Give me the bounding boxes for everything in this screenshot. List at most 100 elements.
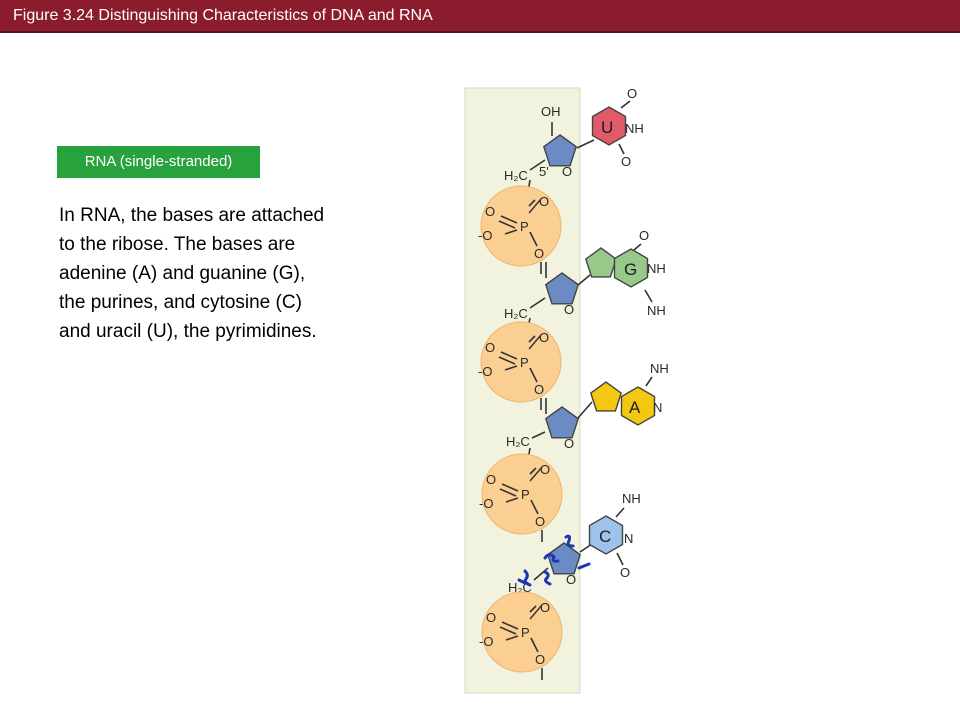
bond-line: [529, 604, 543, 620]
double-bond: [501, 621, 519, 630]
figure-header: Figure 3.24 Distinguishing Characteristi…: [0, 0, 960, 33]
phosphorus-label: P: [521, 625, 530, 640]
phosphorus-label: P: [521, 487, 530, 502]
oxygen-label: O: [535, 514, 545, 529]
guanine-letter: G: [624, 260, 637, 279]
double-bond: [499, 626, 517, 635]
bond-line: [529, 367, 538, 383]
ring-oxygen-label: O: [562, 164, 572, 179]
oxygen-label: O: [540, 462, 550, 477]
oxygen-label: O: [486, 472, 496, 487]
description-line: and uracil (U), the pyrimidines.: [59, 321, 317, 342]
adenine-ring-five: [589, 381, 623, 412]
oxygen-label: O: [485, 204, 495, 219]
bond-line: [529, 467, 537, 475]
bond-line: [644, 289, 653, 303]
markup-squiggle: [543, 570, 552, 586]
bond-line: [505, 635, 519, 641]
ribose-sugar: [544, 406, 580, 439]
phosphate-group: [481, 591, 563, 673]
bond-line: [504, 365, 518, 371]
oxygen-label: O: [485, 340, 495, 355]
oxygen-minus-label: -O: [479, 496, 493, 511]
bond-line: [615, 507, 625, 518]
ring-oxygen-label: O: [566, 572, 576, 587]
nh-label: NH: [650, 361, 669, 376]
ch2-label: H₂C: [504, 306, 528, 321]
bond-line: [528, 334, 542, 350]
bond-line: [529, 605, 537, 613]
double-bond: [498, 356, 516, 365]
oxygen-minus-label: -O: [478, 228, 492, 243]
oxygen-label: O: [534, 246, 544, 261]
nitrogen-label: N: [624, 531, 633, 546]
five-prime-label: 5': [539, 164, 549, 179]
nh-label: NH: [625, 121, 644, 136]
cytosine-letter: C: [599, 527, 611, 546]
markup-stroke: [577, 562, 591, 570]
guanine-ring-six: [613, 248, 649, 288]
oxygen-label: O: [639, 228, 649, 243]
bond-line: [620, 100, 631, 109]
nh-label: NH: [647, 303, 666, 318]
double-bond: [500, 215, 518, 224]
oxygen-label: O: [620, 565, 630, 580]
bond-line: [616, 552, 624, 566]
oxygen-label: O: [535, 652, 545, 667]
figure-title: Figure 3.24 Distinguishing Characteristi…: [13, 7, 433, 24]
oxygen-label: O: [627, 86, 637, 101]
bond-line: [577, 274, 591, 286]
ribose-sugar: [544, 272, 580, 305]
phosphate-group: [481, 453, 563, 535]
adenine-letter: A: [629, 398, 641, 417]
phosphorus-label: P: [520, 355, 529, 370]
markup-squiggle: [543, 553, 560, 563]
double-bond: [500, 351, 518, 360]
double-bond: [498, 220, 516, 229]
description-line: In RNA, the bases are attached: [59, 205, 325, 226]
bond-line: [529, 466, 543, 482]
bond-line: [533, 567, 549, 581]
phosphate-group: [480, 321, 562, 403]
markup-stroke: [517, 578, 527, 585]
ring-oxygen-label: O: [564, 436, 574, 451]
description-line: adenine (A) and guanine (G),: [59, 263, 306, 284]
bond-line: [528, 198, 542, 214]
bond-line: [577, 401, 593, 419]
nitrogen-label: N: [653, 400, 662, 415]
nh-label: NH: [622, 491, 641, 506]
double-bond: [501, 483, 519, 492]
ribose-sugar: [546, 542, 582, 575]
bond-line: [531, 431, 546, 439]
bond-line: [529, 231, 538, 247]
bond-line: [528, 335, 536, 343]
nh-label: NH: [647, 261, 666, 276]
oxygen-minus-label: -O: [478, 364, 492, 379]
oxygen-label: O: [486, 610, 496, 625]
adenine-ring-six: [620, 386, 656, 426]
double-bond: [499, 488, 517, 497]
bond-line: [530, 499, 539, 515]
ch2-label: H₂C: [506, 434, 530, 449]
bond-line: [618, 143, 625, 155]
oxygen-label: O: [539, 330, 549, 345]
guanine-ring-five: [584, 247, 618, 278]
oxygen-label: O: [621, 154, 631, 169]
bond-line: [645, 376, 653, 387]
bond-line: [576, 139, 595, 149]
ch2-label: H₂C: [504, 168, 528, 183]
uracil-base: [591, 106, 627, 146]
oxygen-label: O: [534, 382, 544, 397]
rna-label-badge: RNA (single-stranded): [57, 146, 260, 178]
oxygen-minus-label: -O: [479, 634, 493, 649]
uracil-letter: U: [601, 118, 613, 137]
bond-line: [528, 199, 536, 207]
phosphate-group: [480, 185, 562, 267]
description-text: In RNA, the bases are attached to the ri…: [59, 201, 419, 346]
markup-squiggle: [564, 534, 575, 548]
bond-line: [529, 159, 546, 171]
bond-line: [504, 229, 518, 235]
hydroxyl-label: OH: [541, 104, 561, 119]
bond-line: [530, 637, 539, 653]
